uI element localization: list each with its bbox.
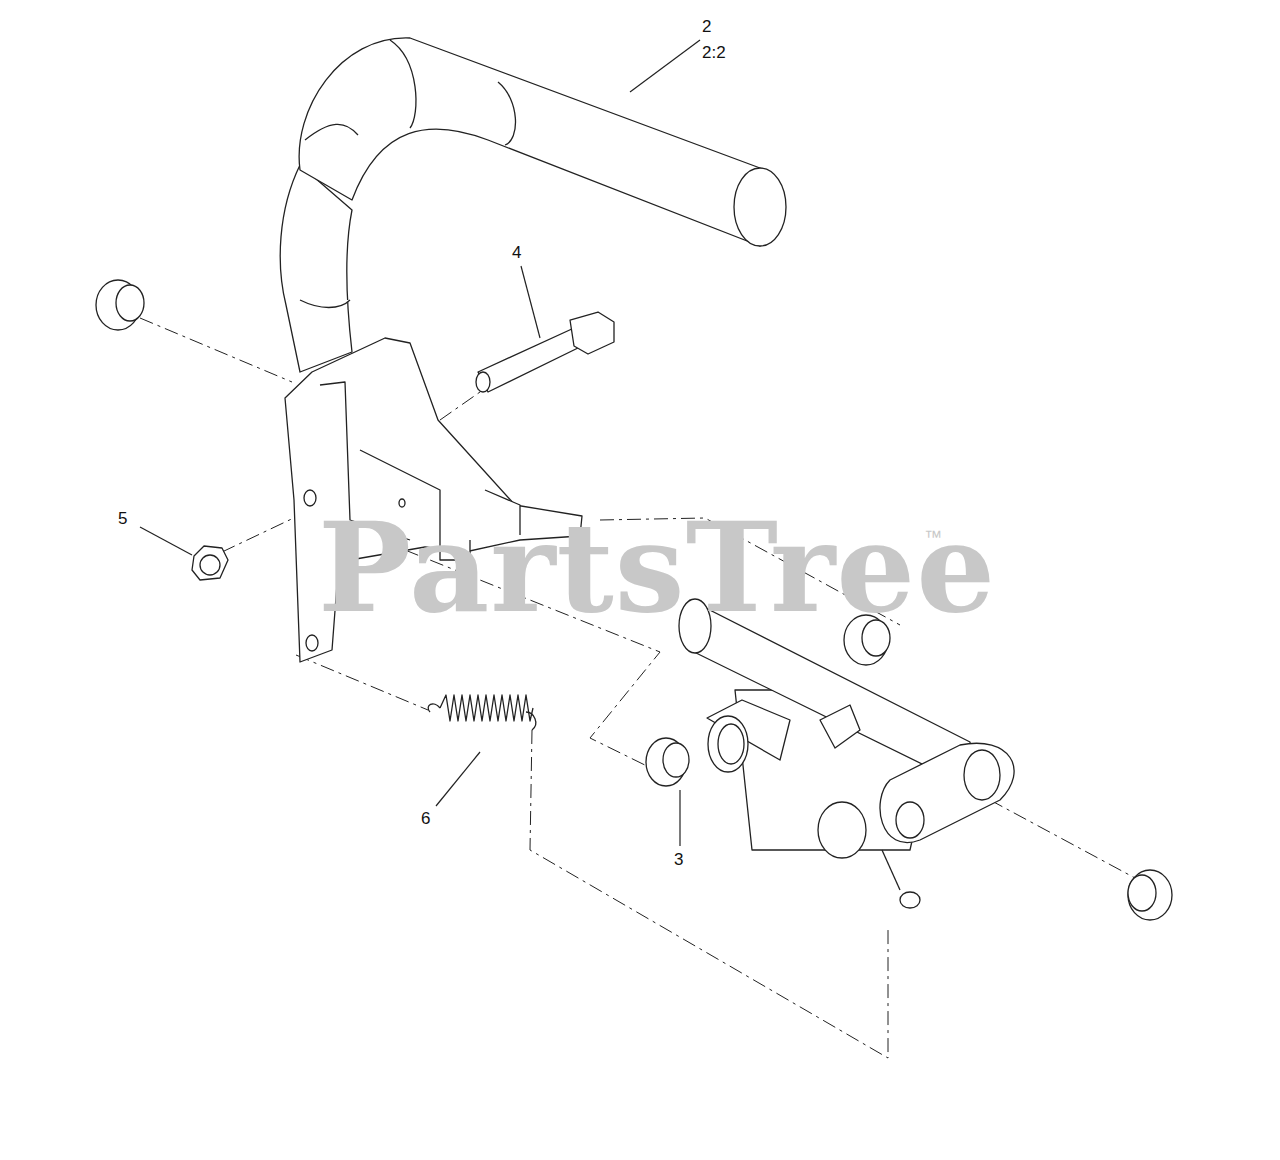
watermark: PartsTree: [318, 506, 996, 630]
bolt: [476, 312, 614, 392]
handle: [280, 38, 786, 372]
callout-number: 6: [421, 810, 430, 827]
spring: [428, 695, 536, 730]
leader-line: [140, 40, 700, 846]
assembly-line: [140, 318, 1135, 1058]
callout-number: 5: [118, 510, 127, 527]
nut: [192, 546, 228, 580]
callout-number: 3: [674, 851, 683, 868]
callout-number: 2:2: [702, 44, 726, 61]
pivot-arm: [679, 599, 1014, 908]
watermark: ™: [924, 528, 942, 546]
callout-number: 2: [702, 18, 711, 35]
callout-number: 4: [512, 244, 521, 261]
bushing: [96, 280, 1172, 920]
